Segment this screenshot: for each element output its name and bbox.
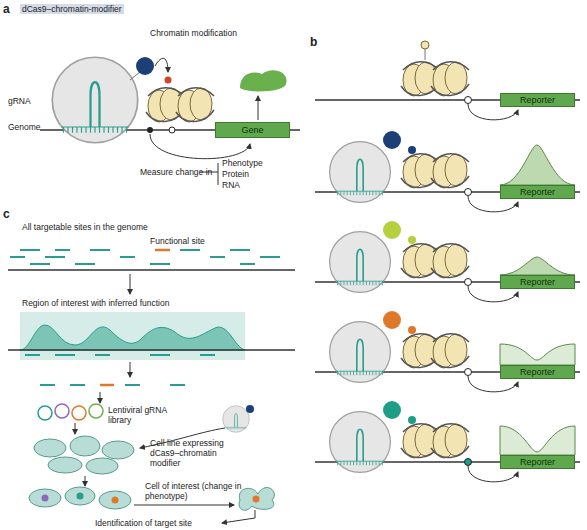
text-label: Genome (8, 122, 41, 132)
reporter-box: Reporter (500, 185, 575, 199)
text-label: c (3, 208, 10, 221)
text-label: dCas9–chromatin-modifier (20, 4, 124, 14)
text-label: Chromatin modification (150, 28, 237, 38)
text-label: Phenotype (222, 158, 263, 168)
node-label: Reporter (520, 277, 555, 287)
gene-box: Gene (215, 122, 290, 138)
text-label: Cell of interest (change in phenotype) (145, 481, 255, 501)
text-label: a (3, 3, 10, 16)
reporter-box: Reporter (500, 455, 575, 469)
node-label: Reporter (520, 187, 555, 197)
text-label: Region of interest with inferred functio… (22, 298, 169, 308)
node-label: Reporter (520, 457, 555, 467)
node-label: Reporter (520, 95, 555, 105)
text-label: b (310, 36, 317, 49)
node-label: Reporter (520, 367, 555, 377)
text-label: Protein (222, 169, 249, 179)
text-label: RNA (222, 180, 240, 190)
text-label: Functional site (150, 236, 205, 246)
node-label: Gene (241, 125, 263, 135)
text-label: Lentiviral gRNA library (108, 405, 178, 425)
text-label: gRNA (8, 96, 31, 106)
text-label: Measure change in (140, 167, 212, 177)
reporter-box: Reporter (500, 365, 575, 379)
text-label: Cell line expressing dCas9–chromatin mod… (150, 438, 230, 468)
text-label: Identification of target site (95, 518, 192, 528)
reporter-box: Reporter (500, 93, 575, 107)
reporter-box: Reporter (500, 275, 575, 289)
text-label: All targetable sites in the genome (22, 222, 148, 232)
